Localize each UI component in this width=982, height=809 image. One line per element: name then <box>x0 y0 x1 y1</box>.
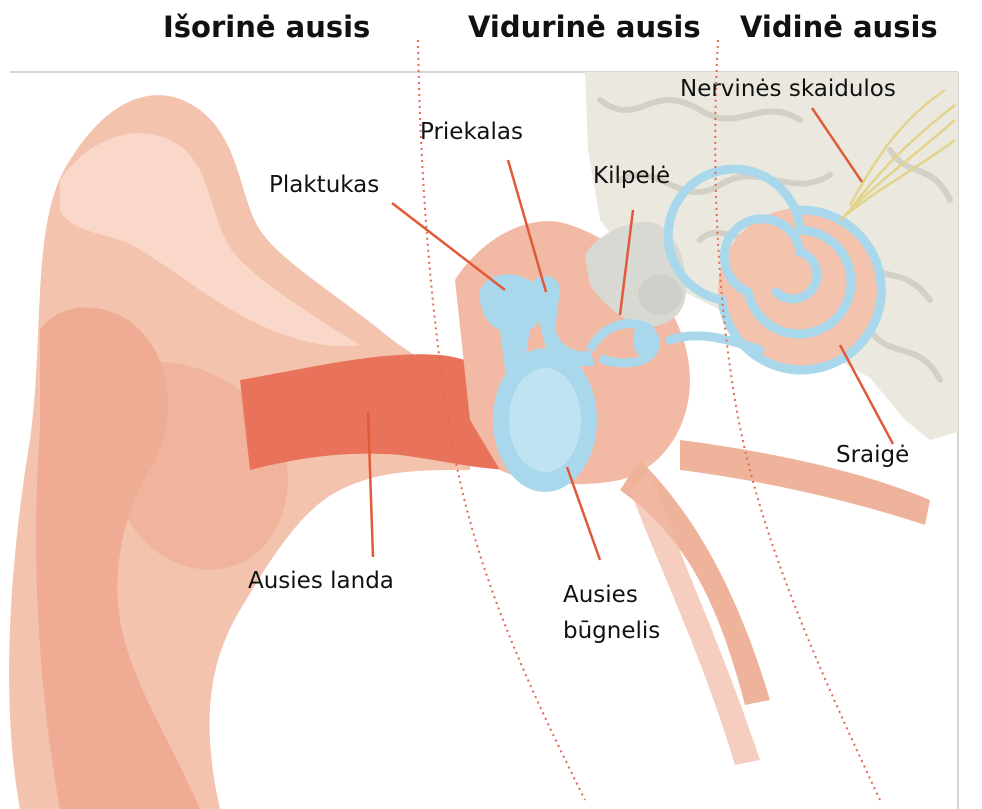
label-cochlea: Sraigė <box>836 440 909 471</box>
section-title-outer: Išorinė ausis <box>163 10 370 44</box>
eardrum-highlight <box>509 368 581 472</box>
label-eardrum-2: būgnelis <box>563 616 660 647</box>
label-stapes: Kilpelė <box>593 161 670 192</box>
section-title-inner: Vidinė ausis <box>740 10 938 44</box>
stapes-footplate <box>633 322 657 358</box>
semicircular-bone <box>638 275 682 315</box>
section-title-middle: Vidurinė ausis <box>468 10 701 44</box>
label-eardrum-1: Ausies <box>563 580 638 611</box>
label-nerves: Nervinės skaidulos <box>680 74 896 105</box>
label-malleus: Plaktukas <box>269 170 379 201</box>
label-incus: Priekalas <box>420 117 523 148</box>
label-ear-canal: Ausies landa <box>248 566 394 597</box>
